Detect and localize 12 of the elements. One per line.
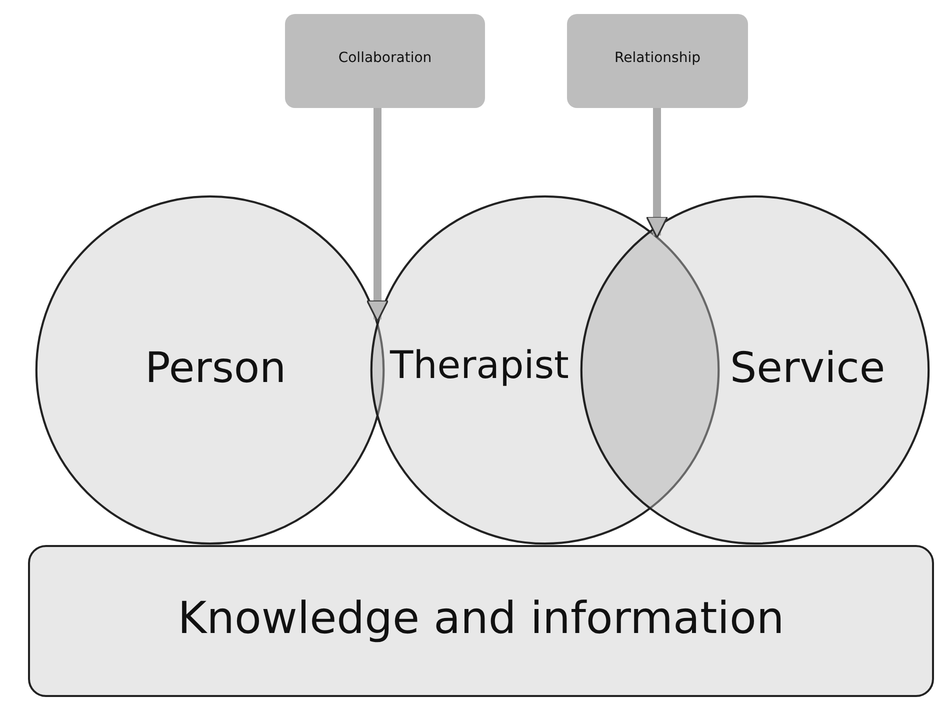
arrow	[646, 108, 668, 238]
label-box	[285, 14, 485, 108]
base-bar	[28, 545, 934, 697]
tag-label: Relationship	[614, 50, 700, 66]
tag-label: Collaboration	[338, 50, 432, 66]
circle-label: Service	[730, 343, 886, 392]
arrow	[366, 108, 389, 322]
overlap-region	[580, 230, 720, 510]
circle-label: Person	[145, 343, 286, 392]
circle-label: Therapist	[390, 343, 569, 387]
label-box	[567, 14, 748, 108]
bar-label: Knowledge and information	[178, 593, 784, 644]
